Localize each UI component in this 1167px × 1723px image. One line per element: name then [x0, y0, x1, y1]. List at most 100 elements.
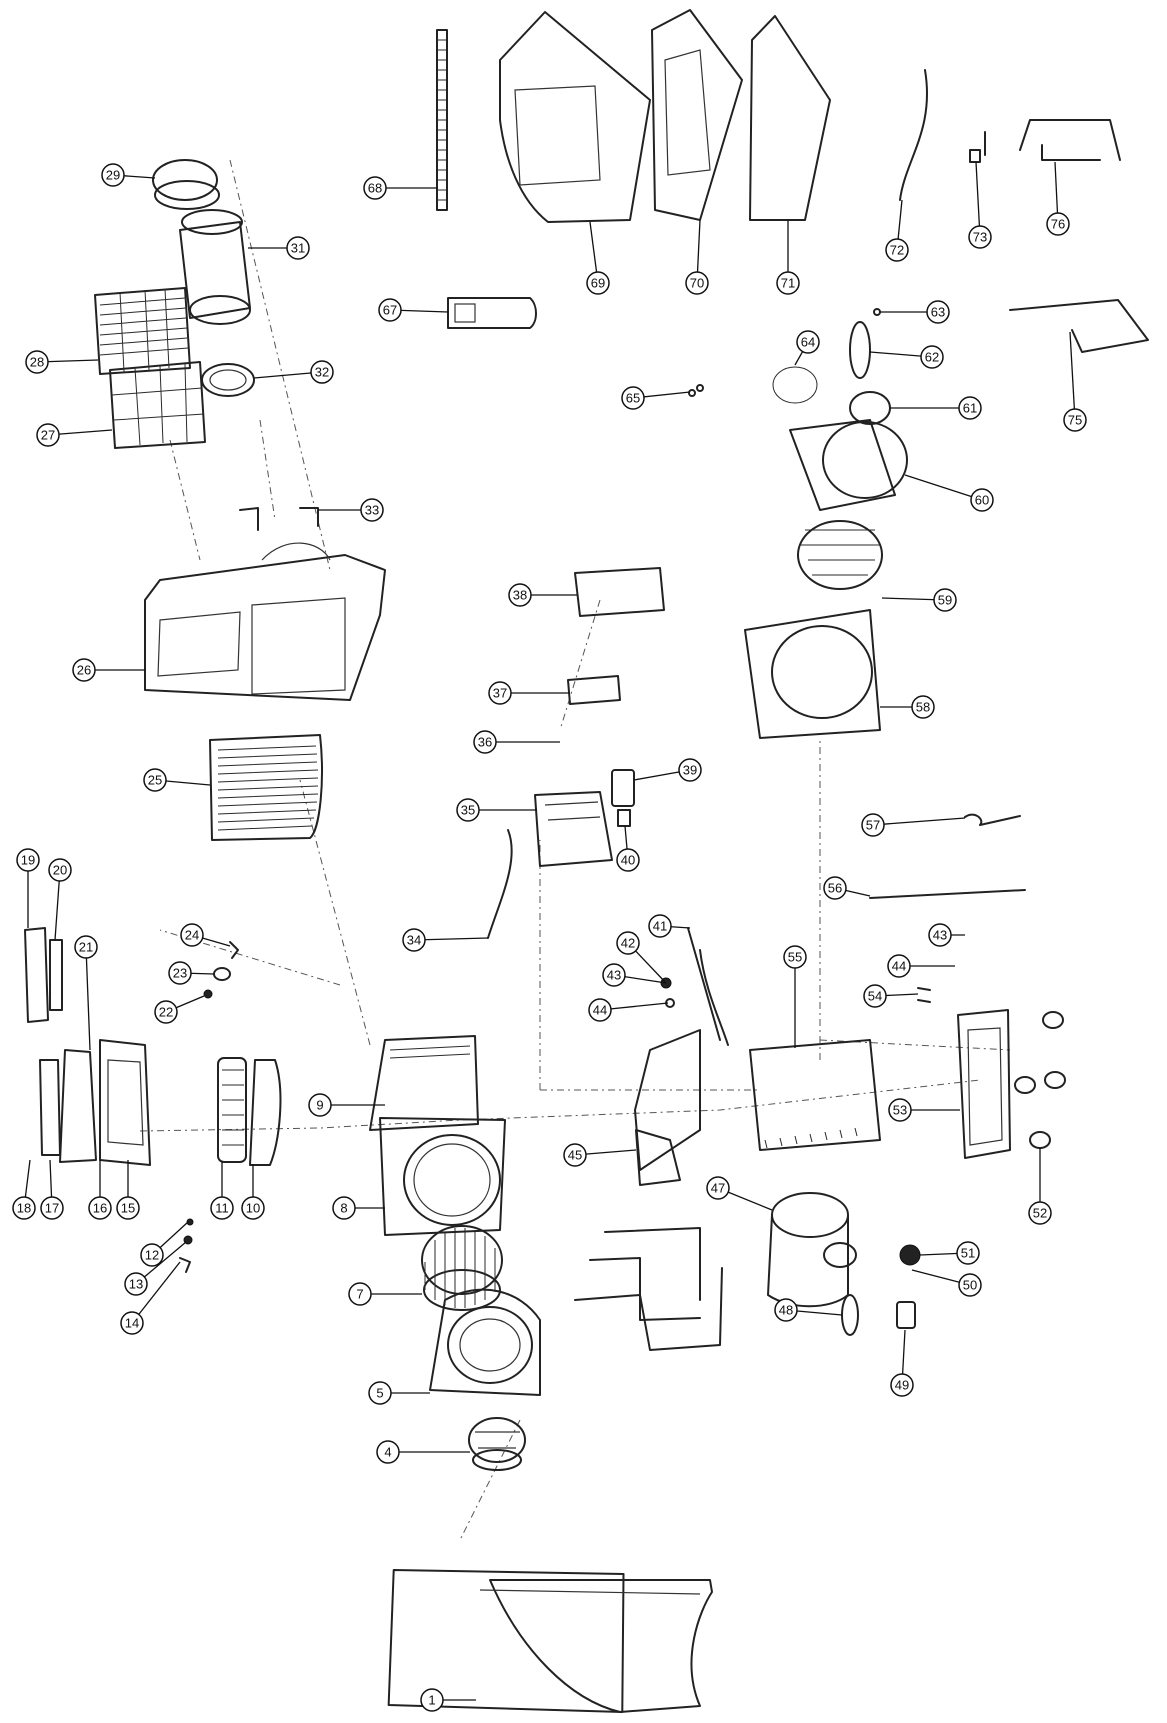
callout-9: 9 — [308, 1093, 332, 1117]
callout-41: 41 — [648, 914, 672, 938]
svg-text:72: 72 — [890, 243, 904, 258]
svg-text:8: 8 — [340, 1201, 347, 1216]
mounting-brackets — [969, 119, 1149, 353]
callout-47: 47 — [706, 1176, 730, 1200]
callout-54: 54 — [863, 984, 887, 1008]
callout-31: 31 — [286, 236, 310, 260]
callout-67: 67 — [378, 298, 402, 322]
callout-13: 13 — [124, 1272, 148, 1296]
callout-7: 7 — [348, 1282, 372, 1306]
svg-text:4: 4 — [384, 1445, 391, 1460]
svg-text:68: 68 — [368, 181, 382, 196]
electrical-box — [534, 567, 665, 867]
callout-39: 39 — [678, 758, 702, 782]
svg-text:47: 47 — [711, 1181, 725, 1196]
callout-62: 62 — [920, 345, 944, 369]
callout-25: 25 — [143, 768, 167, 792]
callout-32: 32 — [310, 360, 334, 384]
svg-text:32: 32 — [315, 365, 329, 380]
svg-text:19: 19 — [21, 853, 35, 868]
svg-text:11: 11 — [215, 1201, 229, 1216]
callout-29: 29 — [101, 163, 125, 187]
callout-44-right: 44 — [887, 954, 911, 978]
callout-24: 24 — [180, 923, 204, 947]
parts — [24, 9, 1149, 1713]
upper-blower-assembly — [744, 321, 908, 739]
svg-text:33: 33 — [365, 503, 379, 518]
svg-text:51: 51 — [961, 1246, 975, 1261]
svg-text:43: 43 — [607, 968, 621, 983]
svg-text:42: 42 — [621, 936, 635, 951]
svg-text:29: 29 — [106, 168, 120, 183]
callout-75: 75 — [1063, 408, 1087, 432]
svg-text:18: 18 — [17, 1201, 31, 1216]
callout-28: 28 — [25, 350, 49, 374]
svg-text:5: 5 — [376, 1386, 383, 1401]
power-cord — [487, 829, 513, 939]
callout-36: 36 — [473, 730, 497, 754]
small-fasteners — [688, 308, 881, 397]
left-grille-frame — [217, 1057, 282, 1166]
svg-text:21: 21 — [79, 940, 93, 955]
callout-20: 20 — [48, 858, 72, 882]
callout-19: 19 — [16, 848, 40, 872]
svg-text:23: 23 — [173, 966, 187, 981]
callout-60: 60 — [970, 488, 994, 512]
svg-text:10: 10 — [246, 1201, 260, 1216]
callout-10: 10 — [241, 1196, 265, 1220]
callout-34: 34 — [402, 928, 426, 952]
callout-18: 18 — [12, 1196, 36, 1220]
rear-grille — [94, 287, 191, 375]
callout-76: 76 — [1046, 212, 1070, 236]
svg-text:28: 28 — [30, 355, 44, 370]
callout-33: 33 — [360, 498, 384, 522]
svg-text:58: 58 — [916, 700, 930, 715]
svg-text:44: 44 — [593, 1003, 607, 1018]
callout-69: 69 — [586, 271, 610, 295]
svg-text:22: 22 — [159, 1005, 173, 1020]
svg-text:34: 34 — [407, 933, 421, 948]
packaging-carton — [499, 11, 651, 223]
leader-line — [904, 474, 983, 501]
fan-shroud — [379, 1117, 506, 1236]
callout-44: 44 — [588, 998, 612, 1022]
callout-56: 56 — [823, 876, 847, 900]
svg-text:62: 62 — [925, 350, 939, 365]
svg-text:53: 53 — [893, 1103, 907, 1118]
cable-hooks — [239, 507, 319, 531]
sensor-wire — [899, 69, 928, 201]
callout-73: 73 — [968, 225, 992, 249]
float-switch — [841, 1244, 921, 1336]
leader-line — [131, 1261, 181, 1324]
svg-text:71: 71 — [781, 276, 795, 291]
louvre-assembly — [24, 927, 151, 1166]
svg-text:39: 39 — [683, 763, 697, 778]
svg-text:57: 57 — [866, 818, 880, 833]
callout-53: 53 — [888, 1098, 912, 1122]
svg-text:69: 69 — [591, 276, 605, 291]
callout-15: 15 — [116, 1196, 140, 1220]
lower-blower-wheel — [421, 1225, 503, 1311]
insulation-strip — [436, 29, 448, 211]
leader-line — [85, 946, 91, 1051]
svg-text:12: 12 — [145, 1248, 159, 1263]
svg-text:48: 48 — [779, 1303, 793, 1318]
svg-text:76: 76 — [1051, 217, 1065, 232]
callout-65: 65 — [621, 386, 645, 410]
callout-45: 45 — [563, 1143, 587, 1167]
callout-8: 8 — [332, 1196, 356, 1220]
svg-text:70: 70 — [690, 276, 704, 291]
svg-text:15: 15 — [121, 1201, 135, 1216]
svg-text:17: 17 — [45, 1201, 59, 1216]
callout-68: 68 — [363, 176, 387, 200]
svg-text:26: 26 — [77, 663, 91, 678]
casters — [1014, 1011, 1066, 1149]
callout-38: 38 — [508, 583, 532, 607]
callout-4: 4 — [376, 1440, 400, 1464]
svg-text:49: 49 — [895, 1378, 909, 1393]
svg-text:50: 50 — [963, 1278, 977, 1293]
callout-70: 70 — [685, 271, 709, 295]
svg-text:54: 54 — [868, 989, 882, 1004]
callout-23: 23 — [168, 961, 192, 985]
